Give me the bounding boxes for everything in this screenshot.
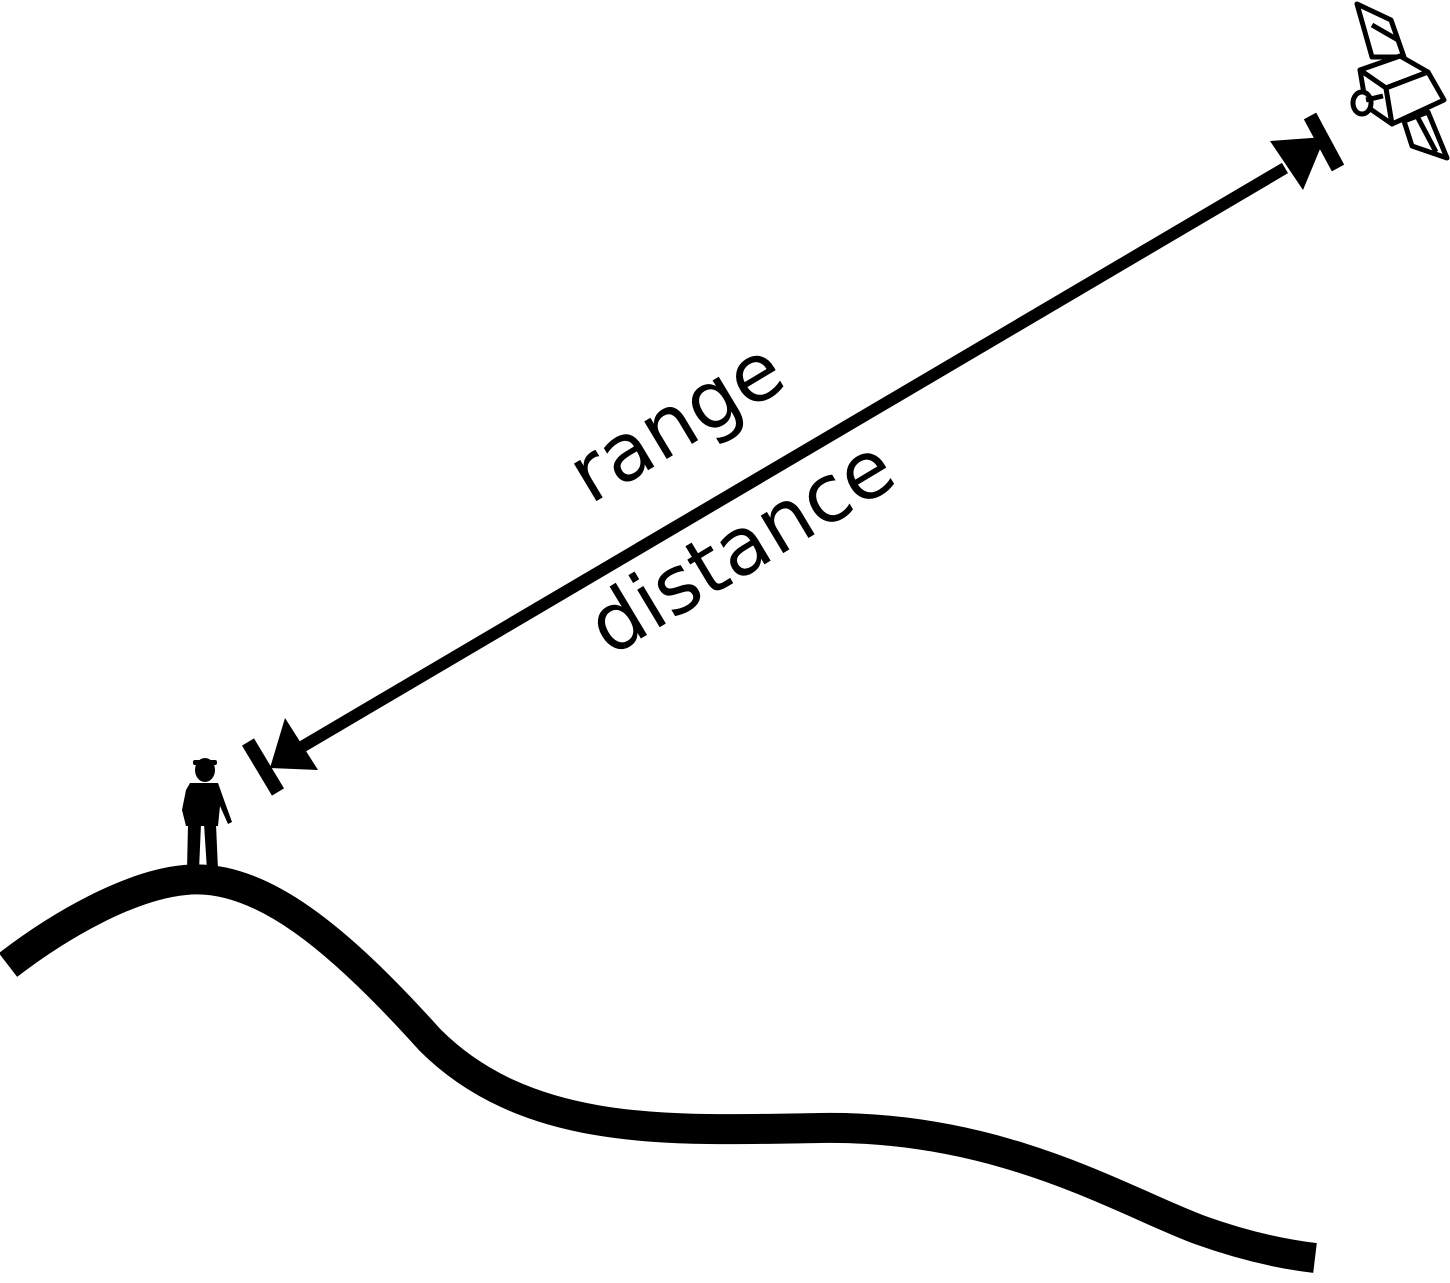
observer-person-icon [182, 758, 232, 870]
arrowhead-observer-end [270, 718, 318, 770]
end-tick-observer [241, 738, 285, 796]
satellite-icon [1350, 1, 1450, 161]
terrain-line [0, 864, 1317, 1273]
arrowhead-satellite-end [1270, 137, 1325, 190]
range-arrow-shaft [296, 162, 1289, 754]
end-tick-satellite [1303, 112, 1345, 172]
